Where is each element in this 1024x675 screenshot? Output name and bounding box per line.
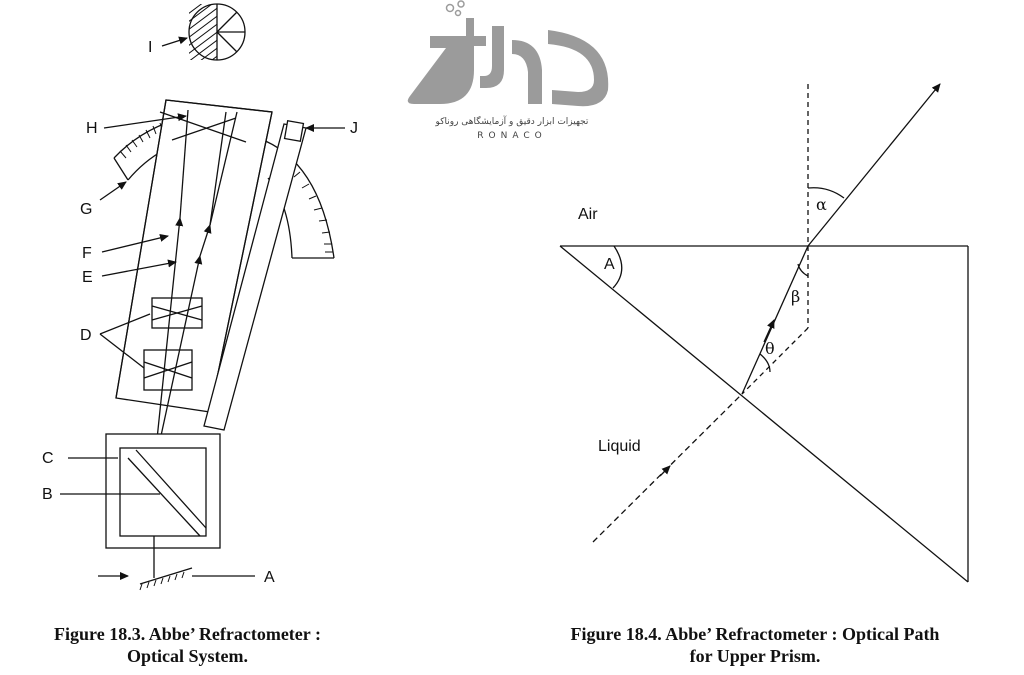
emergent-ray: [807, 83, 941, 247]
field-of-view-circle: [188, 3, 246, 61]
logo-subtitle: تجهیزات ابزار دقیق و آزمایشگاهی روناکو: [435, 115, 589, 127]
amici-prisms: [143, 297, 203, 391]
label-air: Air: [578, 206, 598, 223]
logo-brand: RONACO: [477, 131, 546, 141]
label-theta: θ: [765, 339, 775, 358]
ronaco-logo: تجهیزات ابزار دقیق و آزمایشگاهی روناکو R…: [407, 0, 609, 141]
label-liquid: Liquid: [598, 438, 641, 455]
caption-right-line1: Figure 18.4. Abbe’ Refractometer : Optic…: [570, 624, 940, 644]
label-angle-a: A: [604, 256, 615, 273]
upper-prism: [559, 245, 969, 583]
caption-figure-18-4: Figure 18.4. Abbe’ Refractometer : Optic…: [515, 623, 995, 667]
caption-figure-18-3: Figure 18.3. Abbe’ Refractometer : Optic…: [10, 623, 365, 667]
caption-left-line2: Optical System.: [127, 646, 248, 666]
prism-box: [105, 433, 221, 549]
label-alpha: α: [816, 195, 827, 214]
label-g: G: [80, 201, 92, 218]
label-b: B: [42, 486, 53, 503]
label-h: H: [86, 120, 98, 137]
label-beta: β: [791, 287, 800, 306]
label-i: I: [148, 39, 152, 56]
label-f: F: [82, 245, 92, 262]
incident-arrow: [659, 465, 671, 477]
refracted-arrow: [763, 319, 775, 343]
label-a: A: [264, 569, 275, 586]
optical-system-diagram: [60, 3, 345, 591]
optical-path-diagram: [559, 83, 969, 583]
label-c: C: [42, 450, 54, 467]
normal-dashed-return: [741, 327, 809, 395]
caption-left-line1: Figure 18.3. Abbe’ Refractometer :: [54, 624, 321, 644]
label-d: D: [80, 327, 92, 344]
refracted-ray: [741, 245, 809, 395]
reading-arm: [203, 119, 307, 431]
logo-mark: [407, 0, 609, 107]
caption-right-line2: for Upper Prism.: [689, 646, 821, 666]
label-j: J: [350, 120, 358, 137]
label-e: E: [82, 269, 93, 286]
mirror: [139, 567, 193, 591]
